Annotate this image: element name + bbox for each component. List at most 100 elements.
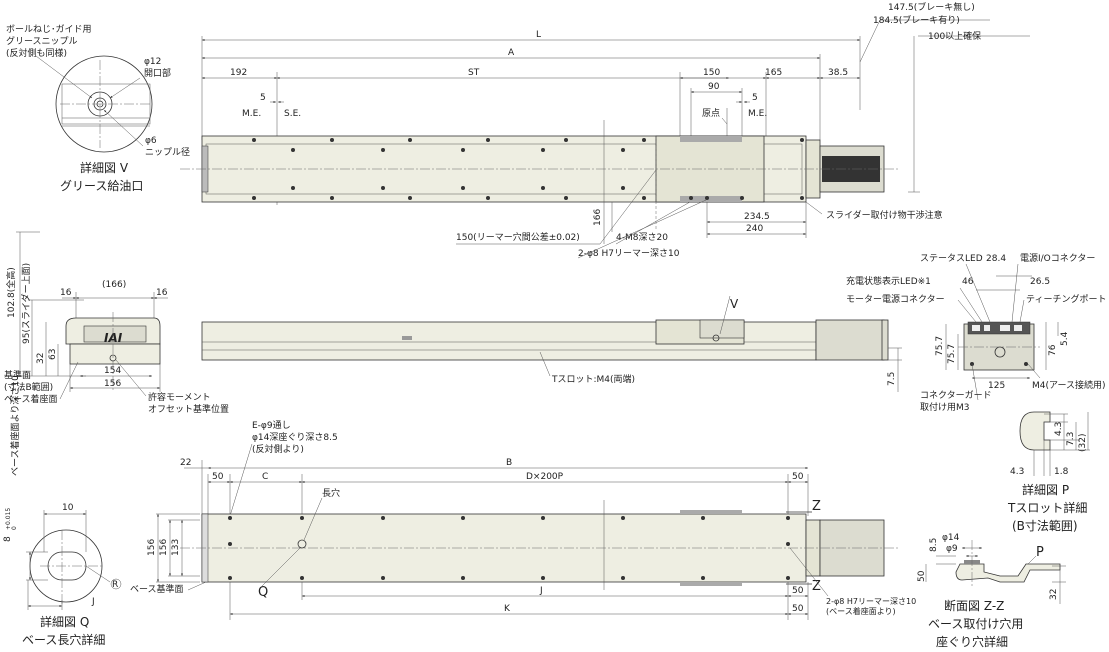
top-view: L A 192 ST 150 165 38.5 90 5 5 M.E. S.E.… [180, 1, 1030, 259]
dim-Dx200P: D×200P [526, 472, 564, 482]
iai-logo: IAI [104, 331, 123, 345]
grease-nipple-label-3: (反対側も同様) [6, 47, 67, 59]
dim-240: 240 [746, 224, 763, 234]
zz-phi9: φ9 [946, 544, 958, 554]
dim-156-v: 156 [147, 539, 157, 556]
q-tolerance-lower: 0 [11, 526, 18, 530]
dim-46: 46 [962, 277, 974, 287]
dim-150: 150 [703, 68, 720, 78]
detail-p-subtitle-1: Tスロット詳細 [1007, 500, 1087, 515]
teaching-port-label: ティーチングポート [1026, 293, 1106, 305]
dim-5-right: 5 [752, 93, 758, 103]
p-callout: P [1036, 545, 1044, 560]
z-bottom-callout: Z [812, 579, 821, 594]
detail-v-title: 詳細図 V [80, 160, 129, 175]
dim-J: J [539, 586, 543, 596]
motor-power-label: モーター電源コネクター [846, 294, 945, 305]
bottom-view: E-φ9通し φ14深座ぐり深さ8.5 (反対側より) 22 B 50 C D×… [130, 420, 916, 620]
dim-7-3: 7.3 [1066, 432, 1076, 446]
grease-port-v [712, 334, 720, 342]
detail-q-title: 詳細図 Q [40, 614, 89, 629]
clearance-dim: 100以上確保 [928, 30, 981, 42]
dim-16-right: 16 [156, 288, 168, 298]
detail-q: ベース着座面より深さ10 8 +0.015 0 10 R J 詳細図 Q ベース… [3, 375, 122, 647]
nipple-dia-label: ニップル径 [145, 146, 190, 158]
base-slot [297, 539, 307, 549]
dim-5-left: 5 [260, 93, 266, 103]
dim-ST: ST [468, 68, 480, 78]
guard-label-1: コネクターガード [920, 390, 992, 401]
detail-q-subtitle: ベース長穴詳細 [22, 632, 105, 647]
dim-234-5: 234.5 [744, 212, 770, 222]
tslot-profile [1019, 411, 1051, 451]
section-zz-title: 断面図 Z-Z [944, 598, 1004, 613]
dim-154: 154 [104, 366, 121, 376]
datum-label-2: (寸法B範囲) [4, 381, 53, 393]
detail-p-subtitle-2: (B寸法範囲) [1012, 518, 1078, 533]
dim-A: A [508, 48, 515, 58]
me-right-label: M.E. [748, 109, 767, 119]
grease-nipple-label-1: ボールねじ･ガイド用 [6, 24, 92, 35]
dim-32: 32 [36, 353, 46, 364]
detail-p-title: 詳細図 P [1022, 482, 1069, 497]
ream-pitch-label: 150(リーマー穴間公差±0.02) [456, 231, 580, 243]
motor-end-view: ステータスLED 28.4 電源I/Oコネクター 充電状態表示LED※1 46 … [846, 253, 1106, 413]
slot-label: 長穴 [322, 487, 340, 499]
motor-side [815, 319, 885, 361]
charge-led-label: 充電状態表示LED※1 [846, 275, 931, 287]
slider-top-dim: 95(スライダー上面) [20, 263, 32, 344]
bottom-ream-label-1: 2-φ8 H7リーマー深さ10 [826, 597, 916, 606]
dim-5-4: 5.4 [1060, 331, 1070, 346]
moment-label-1: 許容モーメント [148, 391, 211, 403]
counterbore-label-1: φ14深座ぐり深さ8.5 [252, 431, 338, 443]
dim-156: 156 [104, 379, 121, 389]
phi12-label: φ12 [144, 57, 161, 67]
dim-133-v: 133 [171, 539, 181, 556]
q-dim-J: J [91, 597, 95, 607]
guard-label-2: 取付け用M3 [920, 402, 970, 413]
dim-22: 22 [180, 458, 191, 468]
side-view: V Tスロット:M4(両端) 7.5 [201, 295, 902, 392]
dim-76: 76 [1048, 344, 1058, 356]
dim-90: 90 [708, 82, 720, 92]
slider-interference-note: スライダー取付け物干渉注意 [826, 209, 943, 221]
dim-16-left: 16 [60, 288, 72, 298]
brake-none-dim: 147.5(ブレーキ無し) [888, 1, 975, 13]
origin-label: 原点 [702, 108, 720, 119]
zz-phi14: φ14 [942, 533, 960, 543]
q-callout: Q [258, 585, 268, 600]
dim-165: 165 [765, 68, 782, 78]
moment-label-2: オフセット基準位置 [148, 403, 229, 415]
dim-166-paren: (166) [102, 280, 126, 290]
tap-label: 4-M8深さ20 [616, 232, 668, 243]
q-tolerance: 8 [3, 536, 13, 542]
brake-with-dim: 184.5(ブレーキ有り) [873, 14, 960, 26]
section-zz-subtitle-1: ベース取付け穴用 [928, 616, 1023, 631]
dim-50-top-left: 50 [212, 472, 224, 482]
counterbore-label-2: (反対側より) [252, 443, 304, 455]
z-top-callout: Z [812, 499, 821, 514]
dim-50-bottom-b: 50 [792, 604, 804, 614]
dim-26-5: 26.5 [1030, 277, 1050, 287]
dim-166: 166 [593, 209, 603, 226]
dim-63: 63 [48, 349, 58, 360]
dim-192: 192 [230, 68, 247, 78]
tslot-label: Tスロット:M4(両端) [551, 373, 635, 385]
ream-label: 2-φ8 H7リーマー深さ10 [578, 248, 680, 259]
dim-75-7-b: 75.7 [947, 344, 957, 364]
dim-K: K [504, 604, 511, 614]
through-hole-label: E-φ9通し [252, 420, 291, 431]
dim-50-top-right: 50 [792, 472, 804, 482]
q-dim-10: 10 [62, 503, 74, 513]
dim-32-paren: (32) [1078, 434, 1088, 452]
earth-label: M4(アース接続用) [1032, 379, 1106, 391]
detail-v-subtitle: グリース給油口 [60, 179, 143, 193]
zz-dim-32: 32 [1049, 589, 1059, 600]
q-tolerance-upper: +0.015 [5, 508, 12, 530]
end-view: 102.8(全高) 95(スライダー上面) 32 63 16 (166) 16 … [4, 231, 229, 415]
base-datum-label: ベース基準面 [130, 583, 184, 595]
detail-p: 4.3 7.3 (32) 4.3 1.8 詳細図 P Tスロット詳細 (B寸法範… [1007, 411, 1090, 533]
detail-v: ボールねじ･ガイド用 グリースニップル (反対側も同様) φ12 開口部 φ6 … [6, 24, 190, 193]
overall-height-dim: 102.8(全高) [5, 267, 17, 318]
